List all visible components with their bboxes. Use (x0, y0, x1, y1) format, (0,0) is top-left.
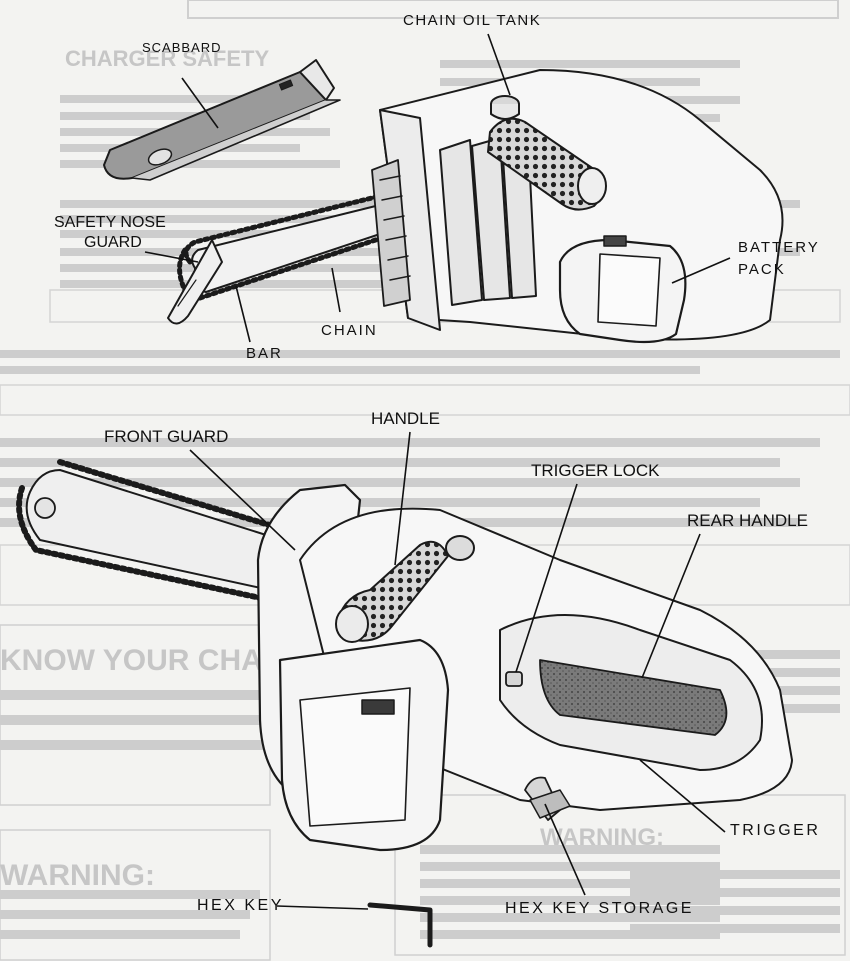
label-scabbard: SCABBARD (142, 40, 222, 55)
label-rear-handle: REAR HANDLE (687, 511, 808, 530)
label-trigger: TRIGGER (730, 822, 821, 839)
label-hex-key-storage: HEX KEY STORAGE (505, 900, 694, 917)
svg-text:WARNING:: WARNING: (540, 824, 664, 851)
label-safety-nose-guard-line2: GUARD (84, 234, 142, 251)
label-chain: CHAIN (321, 322, 378, 339)
label-handle: HANDLE (371, 409, 440, 428)
svg-text:WARNING:: WARNING: (0, 859, 155, 892)
label-bar: BAR (246, 345, 283, 362)
label-front-guard: FRONT GUARD (104, 427, 229, 446)
label-trigger-lock: TRIGGER LOCK (531, 461, 660, 480)
top-chainsaw-drawing (103, 59, 784, 344)
label-battery-pack-line2: PACK (738, 261, 786, 278)
svg-text:CHARGER SAFETY: CHARGER SAFETY (65, 46, 269, 71)
label-safety-nose-guard-line1: SAFETY NOSE (54, 214, 166, 231)
top-body-drawing (371, 69, 784, 344)
bottom-bar-drawing (16, 459, 289, 603)
scabbard-drawing (103, 59, 341, 181)
label-battery-pack-line1: BATTERY (738, 239, 820, 256)
label-chain-oil-tank: CHAIN OIL TANK (403, 12, 542, 29)
label-hex-key: HEX KEY (197, 897, 284, 914)
bottom-chainsaw-drawing (16, 459, 793, 948)
leader-lines (144, 33, 731, 910)
